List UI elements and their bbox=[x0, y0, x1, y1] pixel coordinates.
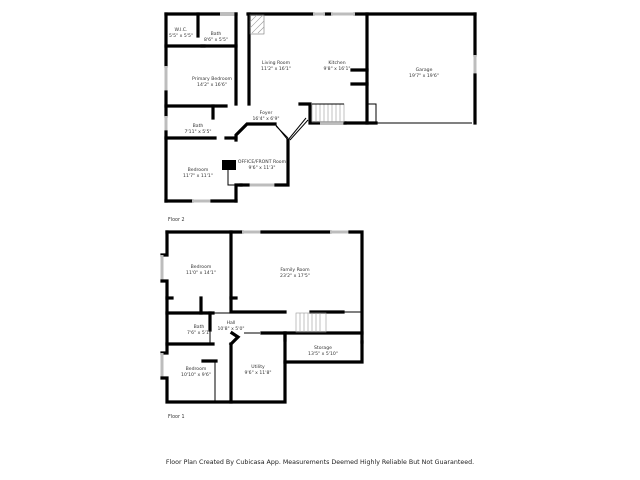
room-dims: 9'6" x 11'3" bbox=[248, 165, 275, 171]
room-dims: 11'2" x 16'1" bbox=[261, 66, 291, 72]
room-dims: 8'6" x 5'5" bbox=[204, 37, 228, 43]
room-name: Family Room bbox=[280, 267, 310, 273]
room-dims: 13'5" x 5'10" bbox=[308, 351, 338, 357]
room-name: Bath bbox=[193, 123, 204, 129]
room-name: Living Room bbox=[262, 60, 291, 66]
room-dims: 10'10" x 9'6" bbox=[181, 372, 211, 378]
room-dims: 7'6" x 5'1" bbox=[187, 330, 211, 336]
room-dims: 10'8" x 5'0" bbox=[217, 326, 244, 332]
room-dims: 7'11" x 5'5" bbox=[184, 129, 211, 135]
room-name: Bath bbox=[194, 324, 205, 330]
footer-disclaimer: Floor Plan Created By Cubicasa App. Meas… bbox=[165, 459, 475, 466]
room-dims: 23'2" x 17'5" bbox=[280, 273, 310, 279]
floor-2-plan bbox=[164, 12, 477, 203]
room-name: Bedroom bbox=[188, 167, 209, 173]
room-dims: 5'5" x 5'5" bbox=[169, 33, 193, 39]
room-dims: 11'7" x 11'1" bbox=[183, 173, 213, 179]
room-dims: 16'4" x 6'9" bbox=[252, 116, 279, 122]
floor-1-label: Floor 1 bbox=[168, 414, 185, 420]
room-name: Bedroom bbox=[191, 264, 212, 270]
room-dims: 19'7" x 19'6" bbox=[409, 73, 439, 79]
room-name: Garage bbox=[416, 67, 433, 73]
room-name: Utility bbox=[251, 364, 265, 370]
room-dims: 11'0" x 14'1" bbox=[186, 270, 216, 276]
fireplace-icon bbox=[249, 14, 265, 35]
floor-1-plan bbox=[160, 230, 364, 404]
room-name: Hall bbox=[227, 320, 236, 326]
room-name: Bath bbox=[211, 31, 222, 37]
room-name: Storage bbox=[314, 345, 332, 351]
room-dims: 9'8" x 16'1" bbox=[323, 66, 350, 72]
chimney-block bbox=[222, 160, 236, 170]
floor-2-label: Floor 2 bbox=[168, 217, 185, 223]
room-dims: 14'2" x 16'6" bbox=[197, 82, 227, 88]
room-name: Primary Bedroom bbox=[192, 76, 233, 82]
room-name: Bedroom bbox=[186, 366, 207, 372]
room-dims: 9'6" x 11'8" bbox=[244, 370, 271, 376]
room-name: W.I.C. bbox=[175, 27, 188, 33]
room-name: Kitchen bbox=[328, 60, 345, 66]
room-name: Foyer bbox=[260, 110, 273, 116]
room-name: OFFICE/FRONT Room bbox=[238, 159, 287, 165]
